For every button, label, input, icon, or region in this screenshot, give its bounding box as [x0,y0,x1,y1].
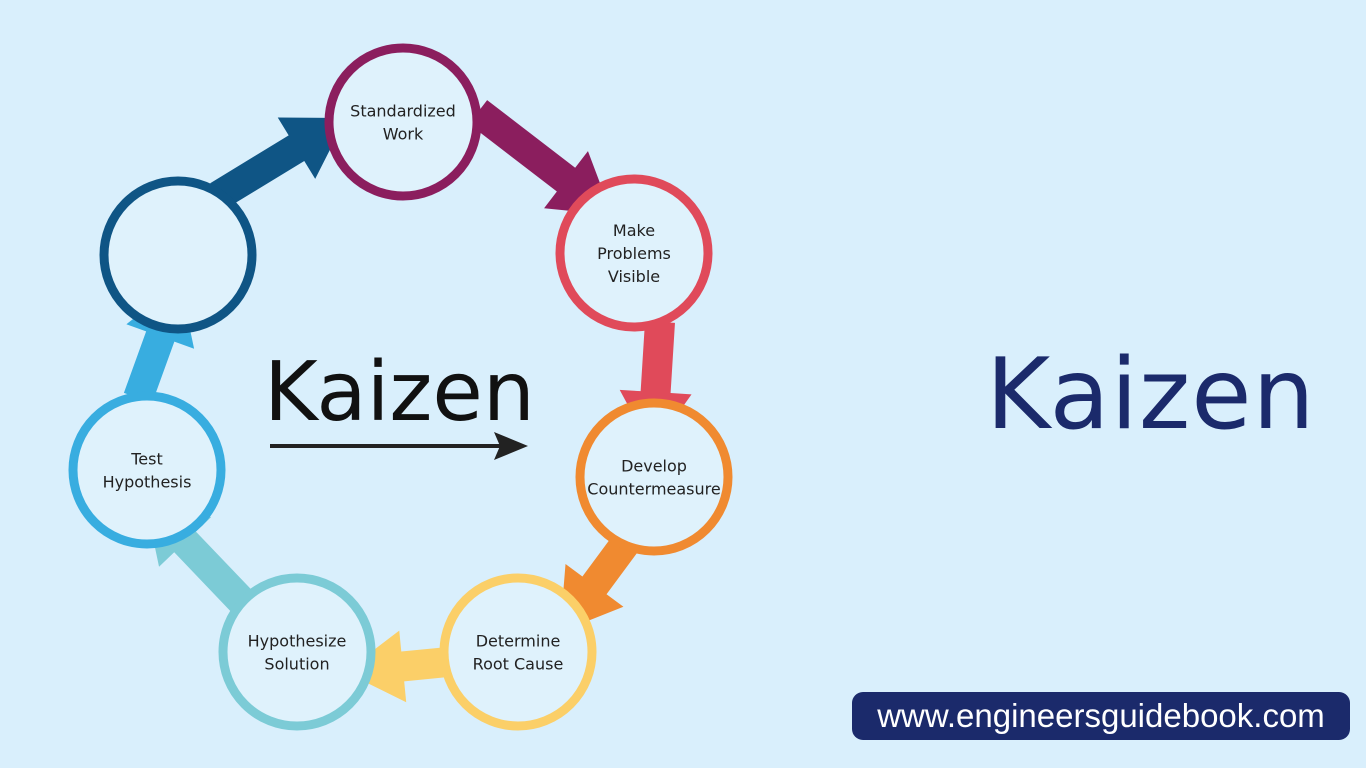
center-title: Kaizen [264,345,535,440]
kaizen-cycle-diagram: StandardizedWorkMakeProblemsVisibleDevel… [68,43,733,731]
cycle-step [99,176,257,334]
step-label: Standardized [350,102,456,121]
step-circle [68,391,226,549]
step-circle [324,43,482,201]
step-label: Make [613,221,655,240]
step-label: Solution [264,655,329,674]
step-label: Visible [608,267,660,286]
step-circle [575,398,733,556]
cycle-arrow-icon [210,117,346,209]
website-badge[interactable]: www.engineersguidebook.com [852,692,1350,740]
cycle-arrow-icon [345,630,450,703]
step-label: Problems [597,244,671,263]
step-label: Hypothesis [103,473,192,492]
step-circle [99,176,257,334]
step-label: Determine [476,632,561,651]
cycle-arrow-icon [468,100,612,215]
step-label: Work [383,125,424,144]
step-label: Root Cause [473,655,564,674]
step-circle [555,174,713,332]
step-label: Develop [621,457,687,476]
step-label: Hypothesize [248,632,347,651]
step-circle [218,573,376,731]
step-label: Countermeasure [587,480,720,499]
page-title: Kaizen [986,338,1316,452]
step-label: Test [130,450,163,469]
step-circle [439,573,597,731]
center-arrow-icon [270,432,528,460]
